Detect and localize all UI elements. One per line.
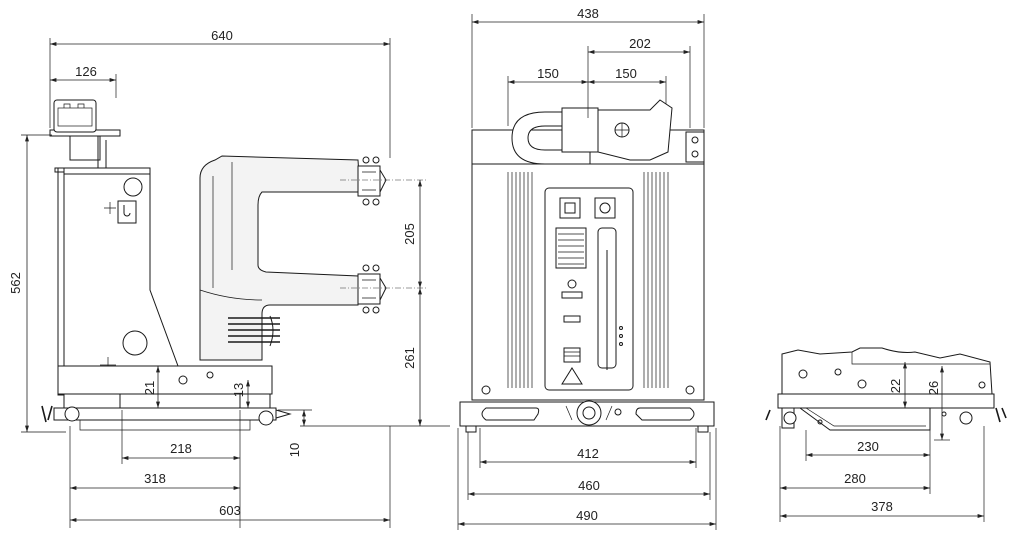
- vent-slots-left: [507, 172, 533, 388]
- top-contact-arm: [597, 99, 673, 161]
- dim-side-205: 205: [402, 223, 417, 245]
- dim-side-640: 640: [211, 28, 233, 43]
- side-hole-upper: [123, 177, 143, 197]
- dim-side-261: 261: [402, 347, 417, 369]
- lifting-hook-icon: [117, 200, 137, 224]
- handle-left: [481, 407, 540, 421]
- control-panel: [544, 187, 634, 391]
- control-box: [49, 99, 121, 168]
- dim-front-202: 202: [629, 36, 651, 51]
- dim-truck-22: 22: [888, 379, 903, 393]
- truck-wheel-right: [959, 411, 973, 425]
- side-view: 640 126 562 205 261 21 13 218 10 318 603: [8, 28, 450, 528]
- side-base: [41, 365, 292, 431]
- truck-body-break: [781, 347, 993, 395]
- dim-front-490: 490: [576, 508, 598, 523]
- dim-front-150-left: 150: [537, 66, 559, 81]
- pole-insulator: [199, 155, 361, 361]
- side-wheel-left: [64, 406, 80, 422]
- dim-side-13: 13: [231, 383, 246, 397]
- dim-front-150-right: 150: [615, 66, 637, 81]
- handle-right: [635, 407, 695, 421]
- dim-front-412: 412: [577, 446, 599, 461]
- lower-contact: [357, 264, 387, 314]
- dim-side-126: 126: [75, 64, 97, 79]
- warning-triangle-icon: [561, 367, 583, 385]
- dim-truck-230: 230: [857, 439, 879, 454]
- truck-wheel-left: [783, 411, 797, 425]
- dim-front-460: 460: [578, 478, 600, 493]
- dim-truck-378: 378: [871, 499, 893, 514]
- upper-contact: [357, 156, 387, 206]
- insulator-sheds: [228, 315, 280, 347]
- dim-side-10: 10: [287, 443, 302, 457]
- dim-side-21: 21: [142, 381, 157, 395]
- vent-slots-right: [643, 172, 669, 388]
- dim-truck-26: 26: [926, 381, 941, 395]
- dim-side-603: 603: [219, 503, 241, 518]
- truck-view: 22 26 230 280 378: [765, 347, 1007, 522]
- dim-side-318: 318: [144, 471, 166, 486]
- side-wheel-right: [258, 410, 274, 426]
- dim-truck-280: 280: [844, 471, 866, 486]
- front-view: 438 202 150 150 412 460 490: [457, 6, 717, 530]
- dim-side-218: 218: [170, 441, 192, 456]
- dim-front-438: 438: [577, 6, 599, 21]
- side-hole-lower: [122, 330, 148, 356]
- dim-side-562: 562: [8, 272, 23, 294]
- nameplate: [555, 227, 587, 269]
